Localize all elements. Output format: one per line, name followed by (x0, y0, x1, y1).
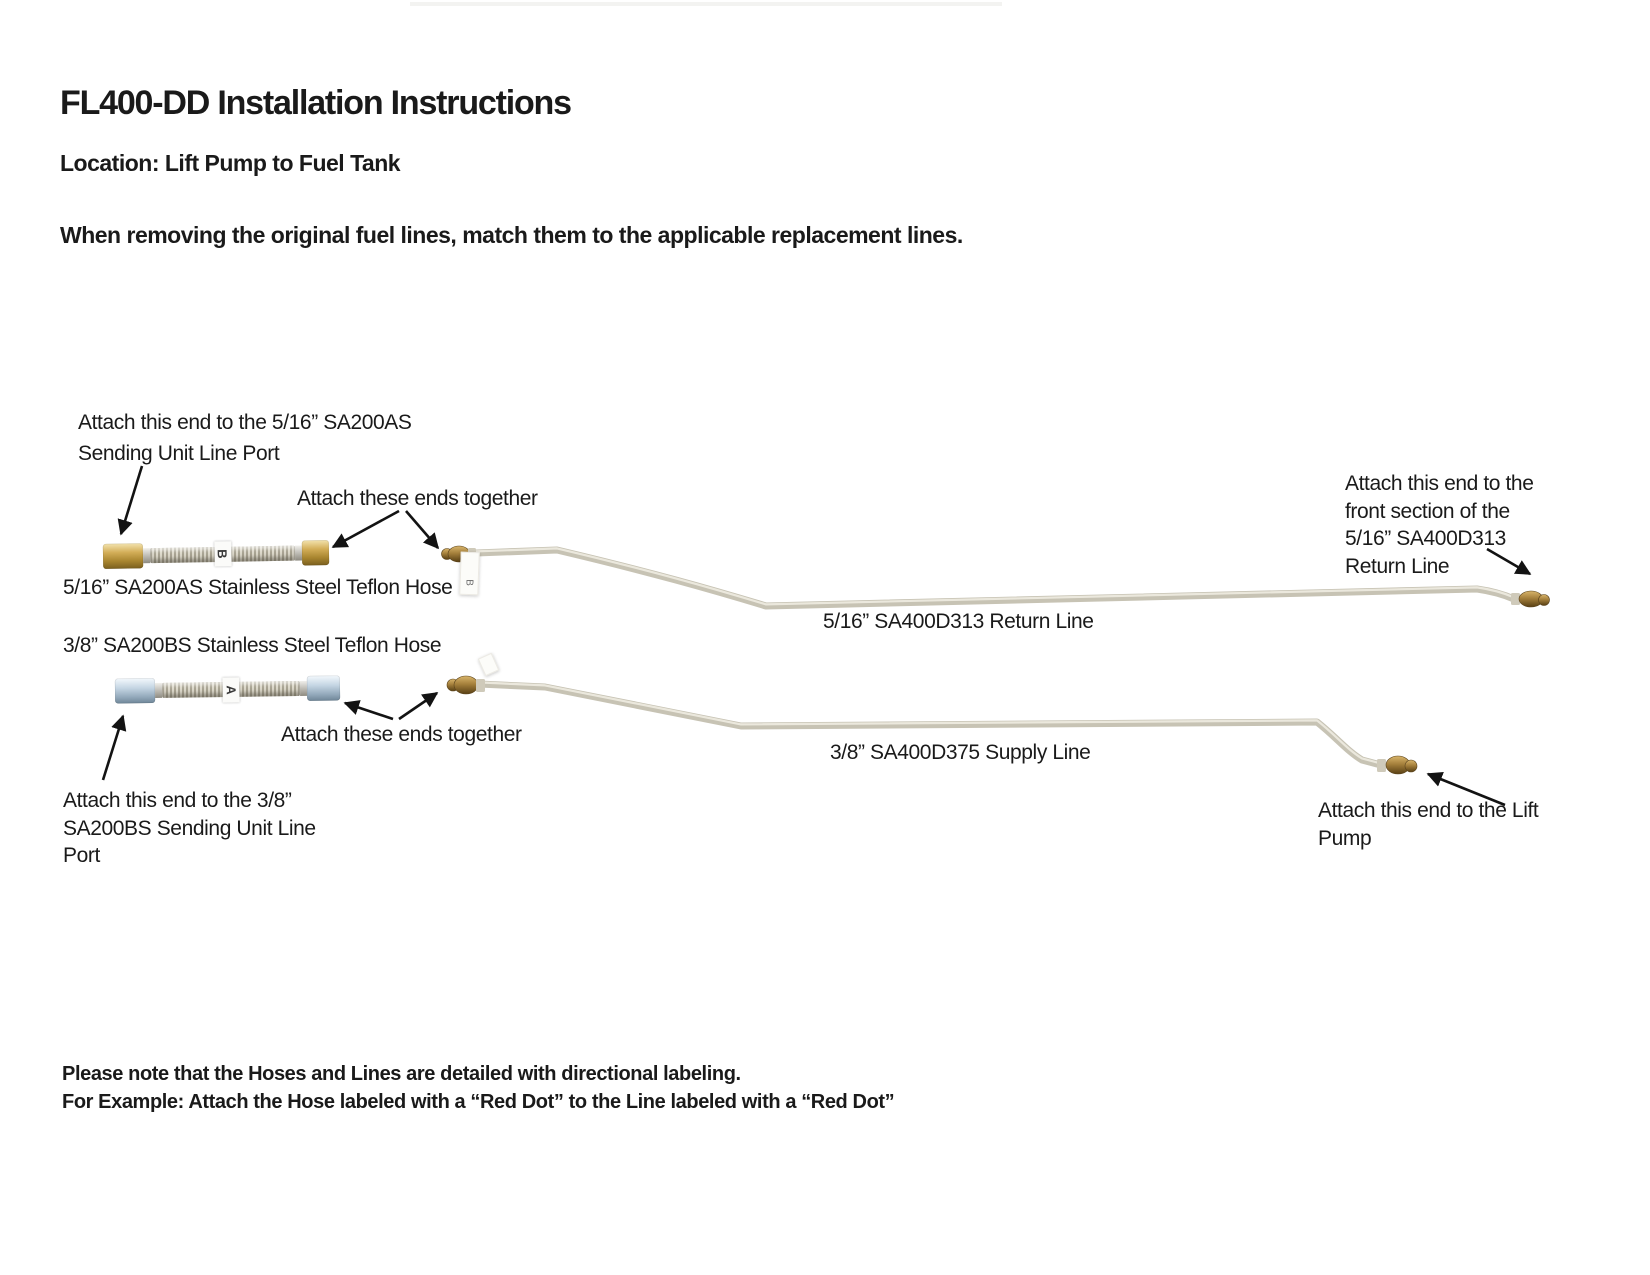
callout-line: Sending Unit Line Port (78, 442, 280, 465)
callout-line: Attach this end to the 3/8” (63, 789, 292, 812)
hose-b-braided-body: B (149, 541, 296, 567)
hose-a-braided-body: A (161, 676, 301, 703)
return-line-tube (472, 546, 1518, 610)
supply-line-end-fitting (1377, 755, 1418, 775)
return-line-paper-tag: B (459, 551, 480, 596)
callout-line: Attach this end to the (1345, 472, 1534, 495)
callout-sending-unit-38: Attach this end to the 3/8” SA200BS Send… (63, 787, 316, 870)
callout-line: Attach this end to the Lift (1318, 799, 1539, 822)
hose-b-caption: 5/16” SA200AS Stainless Steel Teflon Hos… (63, 576, 453, 599)
page-title: FL400-DD Installation Instructions (60, 84, 572, 122)
footer-note-line1: Please note that the Hoses and Lines are… (62, 1063, 741, 1085)
hose-a-caption: 3/8” SA200BS Stainless Steel Teflon Hose (63, 634, 442, 657)
location-subtitle: Location: Lift Pump to Fuel Tank (60, 150, 401, 176)
hose-a-tag-letter: A (223, 684, 239, 695)
callout-sending-unit-516: Attach this end to the 5/16” SA200AS Sen… (78, 407, 412, 469)
return-line-tag-letter: B (463, 578, 475, 587)
arrow-to-lift-pump-end (1426, 772, 1506, 807)
callout-line: Port (63, 844, 100, 867)
arrow-to-hose-a-left-end (101, 714, 127, 781)
scan-edge-artifact (410, 2, 1002, 6)
callout-line: Pump (1318, 826, 1372, 850)
callout-line: 5/16” SA400D313 (1345, 527, 1506, 550)
supply-line-front-fitting (446, 675, 485, 695)
hose-a-fitting-left (114, 678, 156, 704)
supply-line-tube (475, 680, 1381, 768)
hose-b-fitting-left (102, 542, 144, 569)
callout-line: Attach this end to the 5/16” SA200AS (78, 411, 412, 434)
arrow-to-supply-line-front (398, 691, 439, 721)
callout-lift-pump: Attach this end to the Lift Pump (1318, 797, 1539, 852)
callout-attach-together-top: Attach these ends together (297, 487, 538, 510)
callout-line: Return Line (1345, 554, 1450, 578)
arrow-to-hose-b-left-end (117, 465, 144, 536)
intro-text: When removing the original fuel lines, m… (60, 222, 963, 248)
callout-front-section: Attach this end to the front section of … (1345, 470, 1534, 580)
hose-b-direction-tag: B (213, 541, 232, 567)
footer-note: Please note that the Hoses and Lines are… (62, 1060, 895, 1116)
arrow-to-hose-b-right-end (331, 509, 400, 549)
hose-a-direction-tag: A (222, 676, 240, 703)
callout-line: SA200BS Sending Unit Line (63, 816, 316, 840)
return-line-end-fitting (1511, 590, 1550, 608)
hose-b-fitting-right (301, 539, 330, 565)
hose-b-tag-letter: B (214, 549, 231, 559)
arrow-to-hose-a-right-end (343, 700, 394, 721)
callout-attach-together-bottom: Attach these ends together (281, 723, 522, 746)
return-line-label: 5/16” SA400D313 Return Line (823, 610, 1094, 633)
hose-sa200as-photo: B (102, 538, 330, 570)
hose-sa200bs-photo: A (114, 674, 341, 704)
supply-line-label: 3/8” SA400D375 Supply Line (830, 741, 1091, 764)
hose-a-fitting-right (306, 675, 341, 701)
arrow-to-return-line-front (405, 510, 440, 550)
callout-line: front section of the (1345, 499, 1510, 523)
footer-note-line2: For Example: Attach the Hose labeled wit… (62, 1091, 895, 1113)
arrow-to-return-line-end (1486, 547, 1532, 576)
